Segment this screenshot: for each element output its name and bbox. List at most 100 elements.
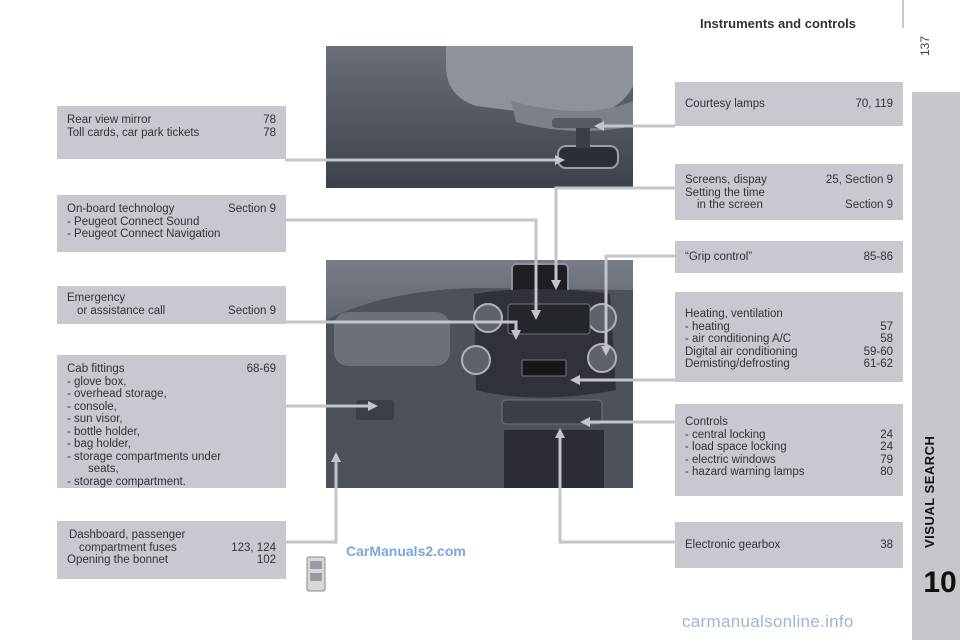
heating-row-label: - heating bbox=[685, 320, 730, 333]
controls-box: Controls - central locking 24 - load spa… bbox=[675, 404, 903, 496]
technology-ref: Section 9 bbox=[228, 203, 276, 215]
cab-fittings-box: Cab fittings 68-69 - glove box, - overhe… bbox=[57, 355, 286, 488]
heating-row-ref: 59-60 bbox=[863, 345, 893, 358]
cab-item: - bottle holder, bbox=[67, 425, 140, 438]
in-screen-label: in the screen bbox=[697, 199, 763, 211]
heating-row-ref: 57 bbox=[880, 320, 893, 333]
header-divider bbox=[902, 0, 904, 28]
carmanualsonline-watermark[interactable]: carmanualsonline.info bbox=[682, 612, 854, 631]
dashboard-line2: compartment fuses bbox=[79, 541, 177, 554]
technology-item: - Peugeot Connect Sound bbox=[67, 215, 200, 228]
rear-view-mirror-box: Rear view mirror 78 Toll cards, car park… bbox=[57, 106, 286, 159]
bonnet-ref: 102 bbox=[256, 554, 276, 566]
bonnet-row: Opening the bonnet 102 bbox=[67, 554, 276, 567]
section-label: VISUAL SEARCH bbox=[922, 435, 937, 548]
gearbox-ref: 38 bbox=[880, 539, 893, 551]
controls-row-label: - hazard warning lamps bbox=[685, 466, 805, 478]
emergency-line2-row: or assistance call Section 9 bbox=[67, 305, 276, 318]
courtesy-ref: 70, 119 bbox=[855, 98, 893, 110]
controls-row: - electric windows 79 bbox=[685, 454, 893, 467]
dashboard-photo bbox=[326, 260, 633, 488]
electronic-gearbox-box: Electronic gearbox 38 bbox=[675, 522, 903, 568]
controls-row-label: - load space locking bbox=[685, 441, 787, 453]
heating-row-label: Digital air conditioning bbox=[685, 345, 798, 358]
controls-row: - central locking 24 bbox=[685, 429, 893, 442]
cab-title-row: Cab fittings 68-69 bbox=[67, 363, 276, 376]
heating-row-label: Demisting/defrosting bbox=[685, 358, 790, 370]
dashboard-line1: Dashboard, passenger bbox=[69, 529, 186, 541]
carmanuals-watermark[interactable]: CarManuals2.com bbox=[346, 543, 466, 559]
controls-row-label: - central locking bbox=[685, 428, 766, 441]
grip-control-box: “Grip control” 85-86 bbox=[675, 241, 903, 273]
controls-row-ref: 80 bbox=[880, 466, 893, 478]
toll-cards-ref: 78 bbox=[263, 126, 276, 139]
mirror-row: Rear view mirror 78 bbox=[67, 114, 276, 127]
toll-cards-label: Toll cards, car park tickets bbox=[67, 126, 200, 139]
courtesy-label: Courtesy lamps bbox=[685, 98, 765, 110]
cab-item: - console, bbox=[67, 400, 117, 413]
cab-item: - sun visor, bbox=[67, 413, 123, 425]
cab-title: Cab fittings bbox=[67, 363, 125, 375]
gearbox-label: Electronic gearbox bbox=[685, 539, 781, 551]
chapter-tab bbox=[912, 92, 960, 640]
mirror-label: Rear view mirror bbox=[67, 114, 152, 126]
heating-row-label: - air conditioning A/C bbox=[685, 333, 792, 345]
emergency-ref: Section 9 bbox=[228, 304, 276, 317]
setting-time-label: Setting the time bbox=[685, 186, 765, 199]
roof-console-illustration bbox=[446, 46, 633, 169]
technology-item: - Peugeot Connect Navigation bbox=[67, 228, 221, 240]
screens-label: Screens, dispay bbox=[685, 174, 767, 186]
cab-item: - bag holder, bbox=[67, 438, 131, 450]
controls-row: - hazard warning lamps 80 bbox=[685, 466, 893, 479]
technology-title-row: On-board technology Section 9 bbox=[67, 203, 276, 216]
mirror-ref: 78 bbox=[263, 114, 276, 126]
screens-display-box: Screens, dispay 25, Section 9 Setting th… bbox=[675, 164, 903, 220]
in-screen-ref: Section 9 bbox=[845, 199, 893, 211]
technology-title: On-board technology bbox=[67, 203, 175, 215]
controls-row-ref: 24 bbox=[880, 441, 893, 453]
grip-row: “Grip control” 85-86 bbox=[685, 251, 893, 264]
heating-row-ref: 58 bbox=[880, 333, 893, 345]
cab-item: - storage compartment. bbox=[67, 475, 186, 488]
emergency-call-box: Emergency or assistance call Section 9 bbox=[57, 286, 286, 324]
chapter-number: 10 bbox=[923, 566, 957, 599]
heating-row: Demisting/defrosting 61-62 bbox=[685, 358, 893, 371]
interior-roof-photo bbox=[326, 46, 633, 188]
screens-ref: 25, Section 9 bbox=[825, 174, 893, 186]
page-number: 137 bbox=[918, 35, 932, 56]
page-header-title: Instruments and controls bbox=[700, 16, 857, 31]
dashboard-line2-row: compartment fuses 123, 124 bbox=[67, 542, 276, 555]
cab-item: - overhead storage, bbox=[67, 388, 167, 400]
grip-ref: 85-86 bbox=[863, 251, 893, 263]
cab-ref: 68-69 bbox=[246, 363, 276, 375]
controls-title: Controls bbox=[685, 416, 728, 428]
controls-row-label: - electric windows bbox=[685, 453, 776, 466]
courtesy-lamps-box: Courtesy lamps 70, 119 bbox=[675, 82, 903, 126]
emergency-line2: or assistance call bbox=[77, 304, 166, 317]
heating-row: - air conditioning A/C 58 bbox=[685, 333, 893, 346]
courtesy-row: Courtesy lamps 70, 119 bbox=[685, 98, 893, 111]
controls-row-ref: 79 bbox=[880, 453, 893, 466]
grip-label: “Grip control” bbox=[685, 251, 753, 263]
cab-item: seats, bbox=[88, 463, 119, 475]
dashboard-illustration bbox=[326, 263, 633, 488]
cab-item: - storage compartments under bbox=[67, 450, 222, 463]
heating-row: Digital air conditioning 59-60 bbox=[685, 346, 893, 359]
controls-row-ref: 24 bbox=[880, 428, 893, 441]
bonnet-label: Opening the bonnet bbox=[67, 554, 169, 566]
dashboard-fuses-box: Dashboard, passenger compartment fuses 1… bbox=[57, 521, 286, 579]
toll-cards-row: Toll cards, car park tickets 78 bbox=[67, 127, 276, 140]
cab-item: - glove box, bbox=[67, 375, 127, 388]
emergency-line1: Emergency bbox=[67, 292, 126, 304]
heating-ventilation-box: Heating, ventilation - heating 57 - air … bbox=[675, 292, 903, 382]
heating-row-ref: 61-62 bbox=[863, 358, 893, 370]
onboard-technology-box: On-board technology Section 9 - Peugeot … bbox=[57, 195, 286, 252]
heating-title: Heating, ventilation bbox=[685, 308, 783, 320]
controls-row: - load space locking 24 bbox=[685, 441, 893, 454]
gearbox-row: Electronic gearbox 38 bbox=[685, 539, 893, 552]
fuse-box-icon bbox=[306, 556, 326, 592]
screens-row: Screens, dispay 25, Section 9 bbox=[685, 174, 893, 187]
heating-row: - heating 57 bbox=[685, 321, 893, 334]
in-screen-row: in the screen Section 9 bbox=[685, 199, 893, 212]
dashboard-line2-ref: 123, 124 bbox=[231, 541, 276, 554]
